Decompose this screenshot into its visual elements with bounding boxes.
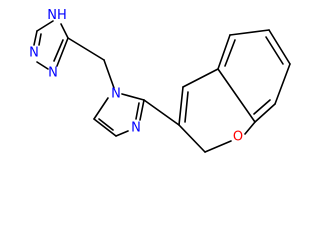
- bond-c8-c8a: [254, 103, 276, 123]
- bond-n3-c4: [115, 130, 129, 137]
- bond-n1-c5-double-inner: [53, 39, 64, 62]
- bond-c4-c5-double: [93, 118, 117, 137]
- atom-label-imidazole-n3: N: [131, 121, 141, 136]
- bond-c4a-c5: [217, 34, 231, 70]
- bond-ch2-o: [204, 140, 232, 153]
- bond-c3-c4-double-inner: [184, 91, 189, 123]
- bond-c5-n4h: [60, 23, 69, 39]
- bond-c3-n2-double: [33, 30, 38, 46]
- bond-o-c8a: [244, 121, 256, 135]
- atom-label-imidazole-n1: N: [111, 87, 121, 102]
- bond-c3-c4-double: [178, 86, 184, 126]
- bond-c4a-c8a: [217, 68, 256, 123]
- bond-c5-ch2: [67, 37, 105, 61]
- bond-c3-ch2: [178, 124, 206, 153]
- bond-n4h-c3: [36, 20, 54, 32]
- bond-c5-c6: [229, 29, 270, 36]
- bond-n1-c2: [121, 93, 145, 101]
- bond-c2-n3-double-inner: [135, 102, 140, 120]
- bond-c3-n2-double-inner: [38, 33, 42, 46]
- bond-c8-c8a-inner: [253, 99, 271, 115]
- bond-n2-n1: [36, 61, 49, 70]
- atom-label-triazole-n1: N: [48, 66, 58, 81]
- bond-c4-c4a: [182, 68, 219, 88]
- bond-n1-c5-double: [56, 37, 69, 67]
- atom-label-chromene-o: O: [233, 130, 243, 145]
- atom-labels: NH N N N N O: [29, 8, 243, 145]
- bonds: [33, 20, 291, 153]
- bond-ch2-n1: [103, 59, 115, 89]
- bond-c2-n3-double: [139, 99, 145, 121]
- molecule-canvas: NH N N N N O: [29, 8, 291, 153]
- bond-c7-c8: [274, 63, 291, 105]
- bond-c6-c7: [268, 29, 291, 65]
- atom-label-triazole-n2: N: [29, 46, 39, 61]
- bond-c6-c7-inner: [265, 36, 284, 65]
- bond-c5-n1: [93, 97, 109, 120]
- bond-c4a-c5-inner: [224, 39, 236, 67]
- molecule-structure: NH N N N N O: [29, 8, 291, 153]
- bond-c4-c5-double-inner: [98, 118, 114, 131]
- bond-c2-c3chromene: [143, 99, 180, 126]
- atom-label-triazole-nh: NH: [47, 8, 67, 23]
